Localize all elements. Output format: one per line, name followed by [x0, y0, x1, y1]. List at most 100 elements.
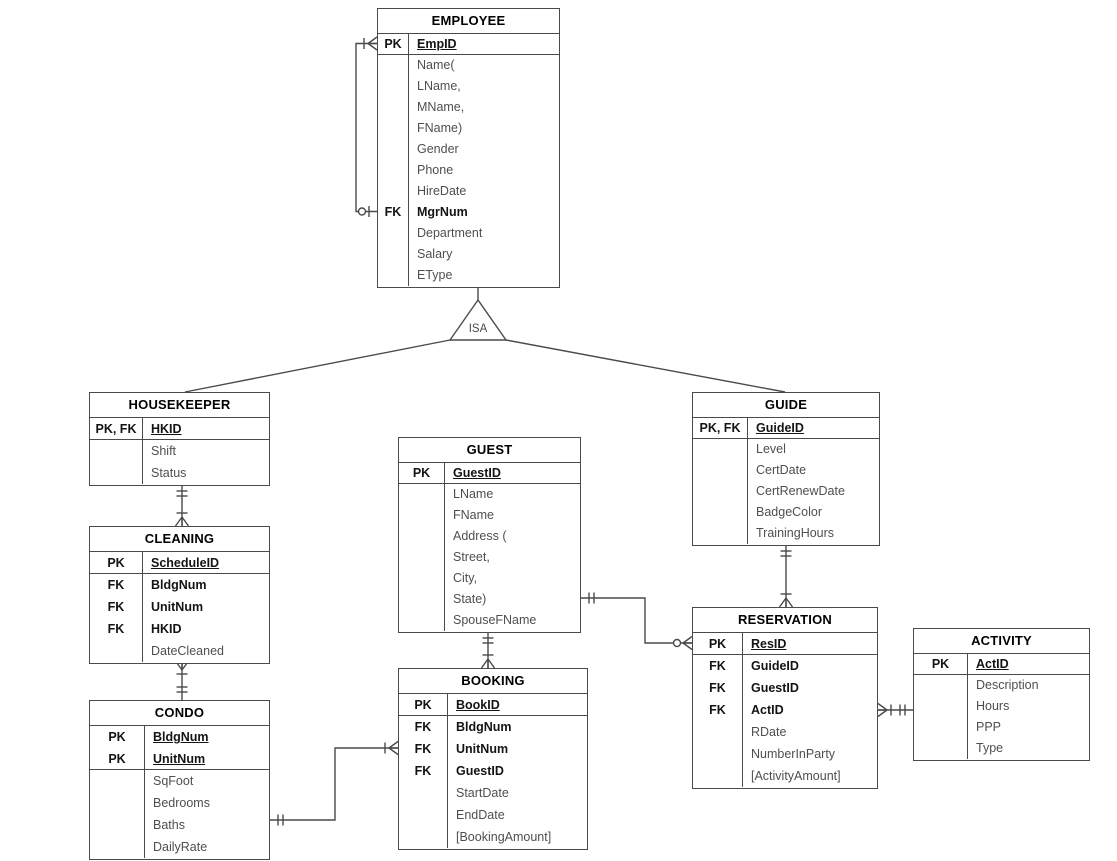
- attribute-cell: BookID: [456, 698, 500, 712]
- table-row: CertDate: [693, 460, 879, 481]
- key-cell: PK, FK: [90, 418, 143, 439]
- attribute-cell: BldgNum: [151, 578, 207, 592]
- key-cell: [693, 502, 748, 523]
- key-cell: [378, 97, 409, 118]
- attribute-cell: ResID: [751, 637, 787, 651]
- attribute-cell: StartDate: [456, 786, 509, 800]
- attribute-cell: HKID: [151, 422, 182, 436]
- attribute-cell: BldgNum: [153, 730, 209, 744]
- key-cell: PK: [914, 654, 968, 674]
- table-row: NumberInParty: [693, 743, 877, 765]
- key-cell: [693, 743, 743, 765]
- table-row: CertRenewDate: [693, 481, 879, 502]
- attribute-cell: Type: [976, 741, 1004, 755]
- attribute-cell: ScheduleID: [151, 556, 220, 570]
- table-row: SqFoot: [90, 770, 269, 792]
- key-cell: FK: [399, 738, 448, 760]
- attribute-cell: DailyRate: [153, 840, 208, 854]
- key-cell: [90, 640, 143, 662]
- table-title: ACTIVITY: [914, 629, 1089, 654]
- key-cell: [914, 675, 968, 696]
- table-row: Name(: [378, 55, 559, 76]
- attribute-cell: GuestID: [751, 681, 799, 695]
- attribute-cell: Name(: [417, 58, 455, 72]
- attribute-cell: Department: [417, 226, 483, 240]
- table-row: Address (: [399, 526, 580, 547]
- table-row: City,: [399, 568, 580, 589]
- table-title: RESERVATION: [693, 608, 877, 633]
- table-row: LName: [399, 484, 580, 505]
- key-cell: [399, 804, 448, 826]
- table-row: PPP: [914, 717, 1089, 738]
- table-row: Status: [90, 462, 269, 484]
- table-row: RDate: [693, 721, 877, 743]
- attribute-cell: UnitNum: [153, 752, 206, 766]
- table-row: TrainingHours: [693, 523, 879, 544]
- attribute-cell: Shift: [151, 444, 177, 458]
- attribute-cell: ActID: [751, 703, 784, 717]
- key-cell: FK: [399, 716, 448, 738]
- key-cell: [399, 484, 445, 505]
- table-row: MName,: [378, 97, 559, 118]
- attribute-cell: FName: [453, 508, 494, 522]
- key-cell: [378, 160, 409, 181]
- table-row: FK BldgNum: [90, 574, 269, 596]
- attribute-cell: BadgeColor: [756, 505, 823, 519]
- table-row: HireDate: [378, 181, 559, 202]
- attribute-cell: MName,: [417, 100, 465, 114]
- key-cell: [914, 696, 968, 717]
- key-cell: [693, 439, 748, 460]
- attribute-cell: TrainingHours: [756, 526, 835, 540]
- table-row: Bedrooms: [90, 792, 269, 814]
- key-cell: [693, 460, 748, 481]
- attribute-cell: GuideID: [751, 659, 799, 673]
- key-cell: [378, 265, 409, 286]
- attribute-cell: NumberInParty: [751, 747, 836, 761]
- attribute-cell: GuestID: [453, 466, 501, 480]
- attribute-cell: Street,: [453, 550, 490, 564]
- key-cell: PK: [90, 726, 145, 748]
- attribute-cell: EmpID: [417, 37, 457, 51]
- table-row: LName,: [378, 76, 559, 97]
- table-row: StartDate: [399, 782, 587, 804]
- key-cell: [914, 717, 968, 738]
- attribute-cell: CertRenewDate: [756, 484, 845, 498]
- key-cell: [399, 568, 445, 589]
- attribute-cell: DateCleaned: [151, 644, 224, 658]
- key-cell: FK: [399, 760, 448, 782]
- table-row: FName: [399, 505, 580, 526]
- table-row: Street,: [399, 547, 580, 568]
- key-cell: FK: [90, 574, 143, 596]
- attribute-cell: Status: [151, 466, 187, 480]
- key-cell: FK: [378, 202, 409, 223]
- attribute-cell: Address (: [453, 529, 507, 543]
- attribute-cell: State): [453, 592, 487, 606]
- table-row: EndDate: [399, 804, 587, 826]
- table-title: BOOKING: [399, 669, 587, 694]
- table-title: EMPLOYEE: [378, 9, 559, 34]
- attribute-cell: LName,: [417, 79, 461, 93]
- attribute-cell: Baths: [153, 818, 185, 832]
- key-cell: [693, 765, 743, 787]
- attribute-cell: LName: [453, 487, 494, 501]
- table-title: HOUSEKEEPER: [90, 393, 269, 418]
- table-row: Hours: [914, 696, 1089, 717]
- key-cell: [90, 814, 145, 836]
